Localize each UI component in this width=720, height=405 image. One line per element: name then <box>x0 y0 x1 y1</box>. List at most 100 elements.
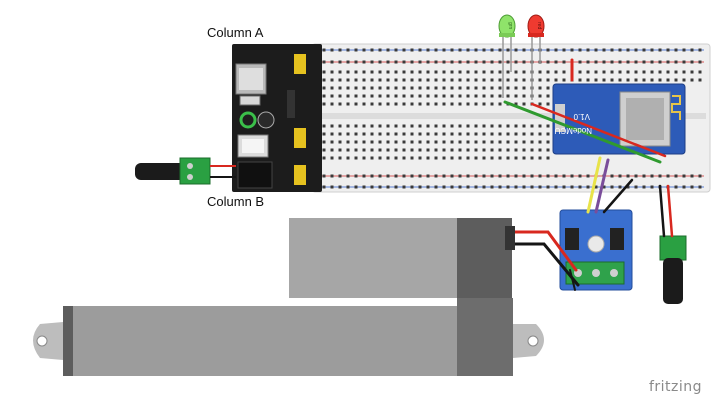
breadboard-hole <box>450 48 454 52</box>
breadboard-hole <box>434 94 438 98</box>
breadboard-hole <box>586 185 590 189</box>
breadboard-hole <box>354 124 358 128</box>
breadboard-hole <box>378 174 382 178</box>
breadboard-hole <box>642 70 646 74</box>
breadboard-hole <box>386 156 390 160</box>
breadboard-hole <box>498 94 502 98</box>
breadboard-hole <box>354 132 358 136</box>
breadboard-hole <box>634 185 638 189</box>
breadboard-hole <box>370 124 374 128</box>
breadboard-hole <box>402 78 406 82</box>
breadboard-hole <box>394 102 398 106</box>
breadboard-hole <box>562 60 566 64</box>
breadboard-hole <box>698 78 702 82</box>
breadboard-hole <box>474 140 478 144</box>
breadboard-hole <box>402 94 406 98</box>
breadboard-hole <box>418 70 422 74</box>
breadboard-hole <box>570 185 574 189</box>
breadboard-hole <box>538 132 542 136</box>
breadboard-hole <box>338 185 342 189</box>
breadboard-hole <box>522 94 526 98</box>
breadboard-hole <box>338 86 342 90</box>
breadboard-hole <box>378 132 382 136</box>
breadboard-hole <box>338 60 342 64</box>
breadboard-hole <box>466 174 470 178</box>
breadboard-hole <box>698 70 702 74</box>
breadboard-hole <box>562 70 566 74</box>
breadboard-hole <box>426 70 430 74</box>
breadboard-hole <box>458 94 462 98</box>
breadboard-hole <box>522 78 526 82</box>
breadboard-hole <box>666 48 670 52</box>
breadboard-hole <box>354 60 358 64</box>
mcu-label-2: V1.0 <box>573 112 590 121</box>
breadboard-hole <box>402 148 406 152</box>
breadboard-hole <box>418 60 422 64</box>
breadboard-hole <box>474 70 478 74</box>
breadboard-hole <box>386 148 390 152</box>
breadboard-hole <box>474 94 478 98</box>
breadboard-hole <box>674 185 678 189</box>
breadboard-hole <box>514 148 518 152</box>
breadboard-hole <box>642 48 646 52</box>
breadboard-hole <box>490 124 494 128</box>
breadboard-hole <box>362 185 366 189</box>
breadboard-hole <box>370 48 374 52</box>
nodemcu-board <box>552 83 686 155</box>
breadboard-hole <box>634 78 638 82</box>
breadboard-hole <box>466 60 470 64</box>
breadboard-hole <box>354 156 358 160</box>
breadboard-hole <box>586 78 590 82</box>
breadboard-hole <box>386 174 390 178</box>
breadboard-hole <box>410 86 414 90</box>
breadboard-hole <box>490 156 494 160</box>
breadboard-hole <box>354 185 358 189</box>
breadboard-hole <box>546 48 550 52</box>
breadboard-hole <box>346 70 350 74</box>
led-green-text: grn <box>507 22 513 29</box>
breadboard-hole <box>666 70 670 74</box>
breadboard-hole <box>618 70 622 74</box>
breadboard-hole <box>402 60 406 64</box>
breadboard-hole <box>330 148 334 152</box>
breadboard-hole <box>410 70 414 74</box>
breadboard-hole <box>362 148 366 152</box>
breadboard-hole <box>402 102 406 106</box>
breadboard-hole <box>330 60 334 64</box>
breadboard-hole <box>450 174 454 178</box>
breadboard-hole <box>562 174 566 178</box>
breadboard-hole <box>346 185 350 189</box>
breadboard-hole <box>410 102 414 106</box>
breadboard-hole <box>362 86 366 90</box>
breadboard-hole <box>514 124 518 128</box>
breadboard-hole <box>418 148 422 152</box>
breadboard-hole <box>466 102 470 106</box>
breadboard-hole <box>442 60 446 64</box>
motor-driver-board <box>559 209 633 291</box>
breadboard-hole <box>442 78 446 82</box>
breadboard-hole <box>410 60 414 64</box>
breadboard-hole <box>602 48 606 52</box>
breadboard-hole <box>378 148 382 152</box>
breadboard-hole <box>490 48 494 52</box>
breadboard-hole <box>546 174 550 178</box>
breadboard-hole <box>394 60 398 64</box>
breadboard-hole <box>594 78 598 82</box>
breadboard-hole <box>658 48 662 52</box>
breadboard-hole <box>378 60 382 64</box>
breadboard-hole <box>466 132 470 136</box>
breadboard-hole <box>458 78 462 82</box>
breadboard-hole <box>570 48 574 52</box>
breadboard-hole <box>546 70 550 74</box>
breadboard-hole <box>370 94 374 98</box>
breadboard-hole <box>498 70 502 74</box>
breadboard-hole <box>458 86 462 90</box>
dc-plug-right <box>659 235 687 304</box>
breadboard-hole <box>378 156 382 160</box>
breadboard-hole <box>426 174 430 178</box>
breadboard-hole <box>522 156 526 160</box>
breadboard-hole <box>378 102 382 106</box>
breadboard-hole <box>650 174 654 178</box>
